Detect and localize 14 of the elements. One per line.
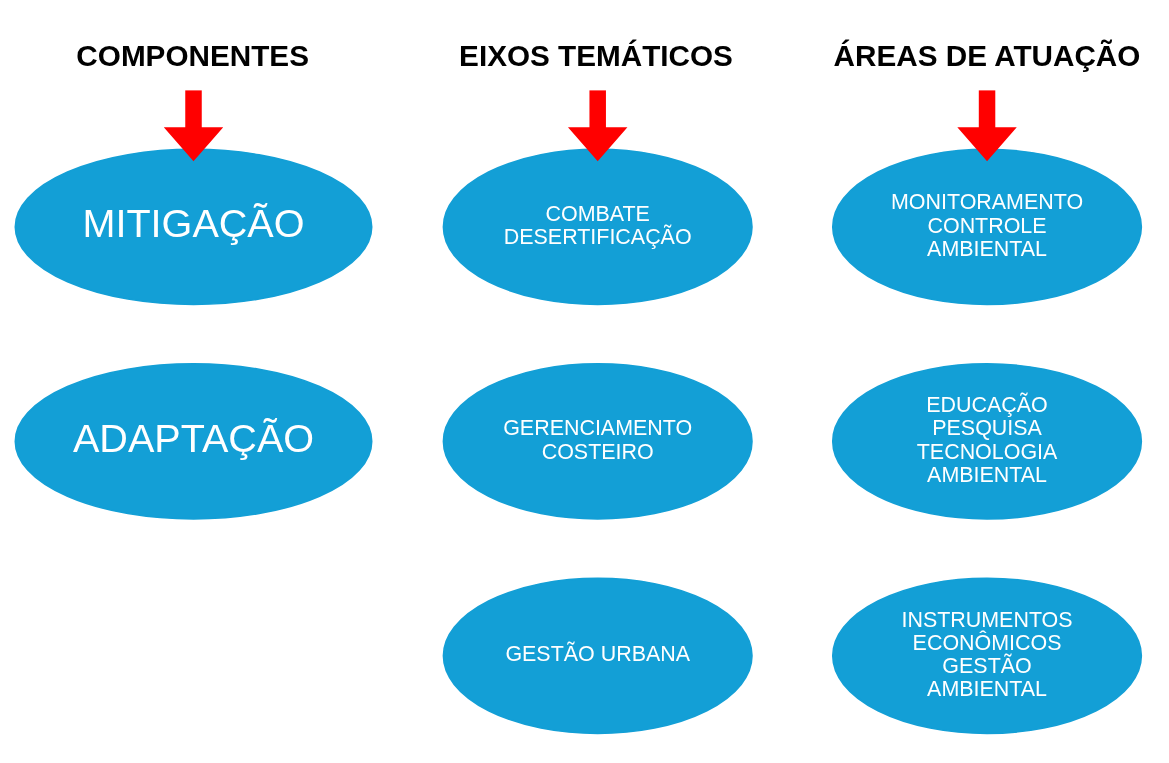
node-ellipse: ADAPTAÇÃO	[14, 362, 373, 520]
node-ellipse: MONITORAMENTO CONTROLE AMBIENTAL	[831, 148, 1143, 305]
node-ellipse: GESTÃO URBANA	[442, 577, 753, 734]
node-text: EIXOS TEMÁTICOS	[459, 38, 733, 72]
node-text: COMPONENTES	[76, 38, 309, 72]
node-ellipse: MITIGAÇÃO	[14, 148, 373, 305]
arrow	[567, 89, 628, 161]
node-text: ÁREAS DE ATUAÇÃO	[833, 38, 1141, 72]
arrow	[957, 89, 1017, 161]
node-ellipse: EDUCAÇÃO PESQUISA TECNOLOGIA AMBIENTAL	[831, 362, 1143, 520]
node-ellipse: COMBATE DESERTIFICAÇÃO	[442, 148, 753, 305]
arrow	[163, 89, 224, 161]
node-ellipse: GERENCIAMENTO COSTEIRO	[442, 362, 753, 520]
node-ellipse: INSTRUMENTOS ECONÔMICOS GESTÃO AMBIENTAL	[831, 577, 1143, 734]
